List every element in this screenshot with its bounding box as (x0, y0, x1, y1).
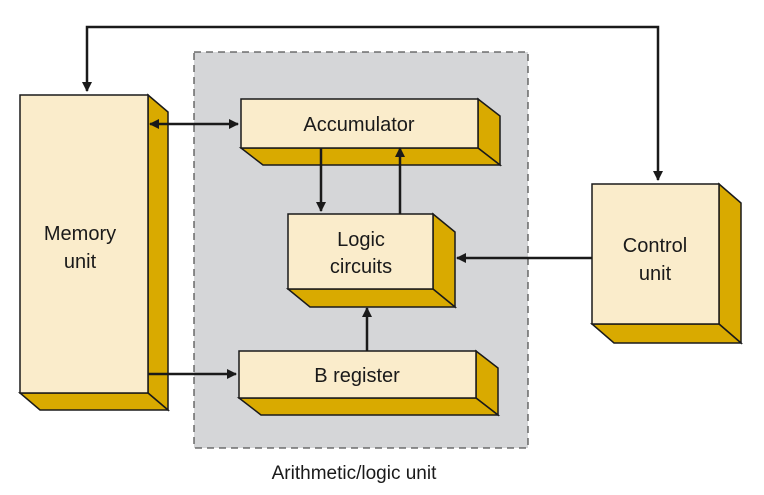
logic-circuits-block: Logic circuits (285, 212, 458, 309)
logic-circuits-label-line2: circuits (330, 256, 392, 278)
b-register-label: B register (314, 365, 400, 387)
arrow-control-to-memory-loop (82, 25, 663, 181)
accumulator-block: Accumulator (238, 97, 503, 167)
alu-caption: Arithmetic/logic unit (272, 463, 437, 484)
memory-unit-block: Memory unit (17, 93, 171, 412)
control-unit-block: Control unit (589, 182, 744, 345)
logic-circuits-label-line1: Logic (337, 229, 385, 251)
control-unit-label-line2: unit (639, 263, 672, 285)
accumulator-label: Accumulator (303, 114, 414, 136)
memory-unit-label-line2: unit (64, 251, 97, 273)
memory-unit-label-line1: Memory (44, 223, 116, 245)
control-unit-label-line1: Control (623, 235, 687, 257)
b-register-block: B register (236, 349, 501, 417)
